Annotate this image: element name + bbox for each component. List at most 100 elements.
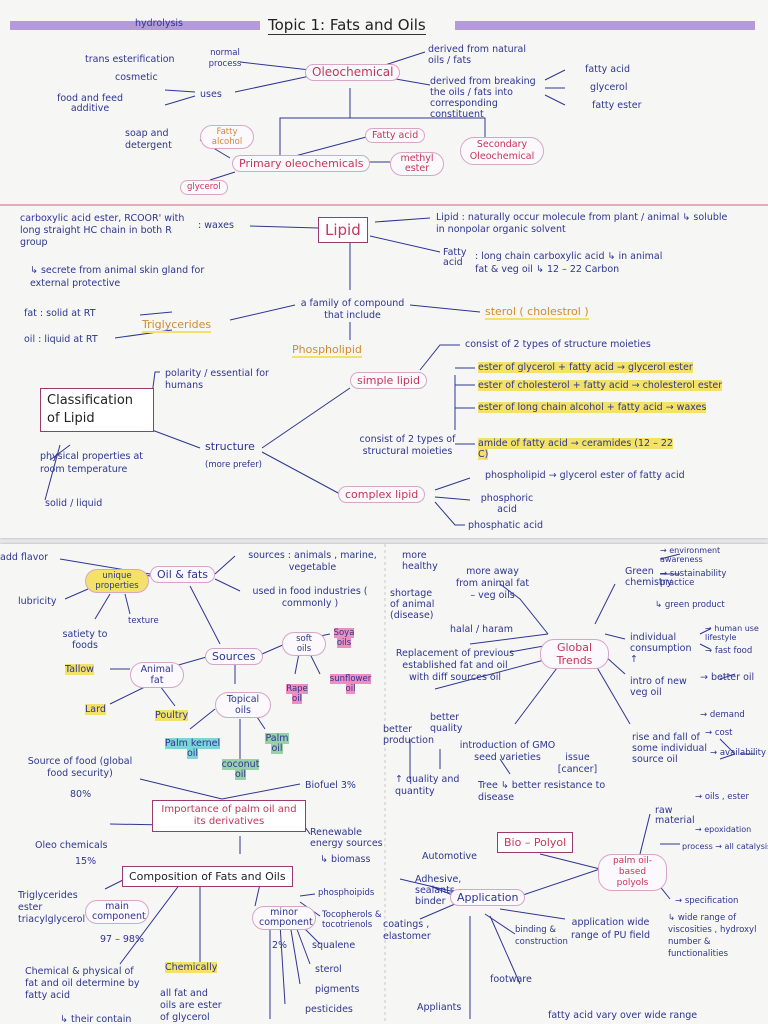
box-classification-of-lipid: Classification of Lipid	[40, 388, 154, 432]
label-derived-natural: derived from natural oils / fats	[428, 44, 527, 66]
label-better-quality: better quality	[430, 712, 463, 734]
label-amide: amide of fatty acid → ceramides (12 – 22…	[478, 438, 673, 460]
label-more-prefer: (more prefer)	[205, 460, 263, 470]
label-glycerol-product: glycerol	[590, 82, 628, 93]
bubble-topical-oils: Topical oils	[215, 692, 271, 718]
bubble-methyl-ester: methyl ester	[390, 152, 444, 176]
label-halal-haram: halal / haram	[450, 624, 514, 635]
bubble-minor-component: minor component	[252, 906, 316, 930]
label-structure: structure	[205, 440, 255, 453]
label-oleo-chemicals: Oleo chemicals	[35, 840, 108, 851]
label-pigments: pigments	[315, 984, 360, 995]
label-lipid-definition: Lipid : naturally occur molecule from pl…	[436, 212, 728, 235]
bubble-simple-lipid: simple lipid	[350, 372, 427, 389]
label-replacement: Replacement of previous established fat …	[395, 648, 515, 683]
label-carboxylic-acid-ester: carboxylic acid ester, RCOOR' with long …	[20, 213, 185, 248]
heading-sterol: sterol ( cholestrol )	[485, 305, 589, 320]
bubble-global-trends: Global Trends	[540, 639, 609, 669]
label-more-healthy: more healthy	[402, 550, 438, 572]
label-cost: → cost	[705, 728, 733, 738]
label-issue-cancer: issue [cancer]	[557, 752, 598, 775]
label-solid-liquid: solid / liquid	[45, 498, 103, 509]
label-rise-fall: rise and fall of some individual source …	[632, 732, 707, 765]
label-green-product: ↳ green product	[655, 600, 725, 610]
label-better-production: better production	[383, 724, 435, 746]
bubble-fatty-alcohol: Fatty alcohol	[200, 125, 254, 149]
label-uses: uses	[200, 89, 222, 100]
label-physical-properties: physical properties at room temperature	[40, 451, 144, 475]
bubble-oleochemical: Oleochemical	[305, 64, 401, 81]
bubble-oil-and-fats: Oil & fats	[150, 566, 215, 583]
label-pct-2: 2%	[272, 940, 288, 951]
bubble-complex-lipid: complex lipid	[338, 486, 426, 503]
label-wide-range: ↳ wide range of viscosities , hydroxyl n…	[668, 913, 757, 959]
label-demand: → demand	[700, 710, 745, 720]
label-consist-structural: consist of 2 types of structural moietie…	[359, 434, 456, 457]
label-derived-breaking: derived from breaking the oils / fats in…	[430, 76, 536, 120]
bubble-application: Application	[450, 889, 526, 906]
label-phosphoipids: phosphoipids	[318, 888, 375, 898]
label-environment-awareness: → environment awareness	[660, 546, 721, 564]
label-source-of-food: Source of food (global food security)	[27, 756, 133, 779]
label-transesterification: trans esterification	[85, 54, 175, 65]
label-intro-veg-oil: intro of new veg oil	[630, 676, 687, 698]
label-palm-kernel-oil: Palm kernel oil	[164, 738, 221, 759]
label-ester-glycerol: ester of glycerol + fatty acid → glycero…	[478, 362, 693, 373]
label-quality-quantity: ↑ quality and quantity	[395, 774, 460, 797]
label-lubricity: lubricity	[18, 596, 57, 607]
label-phospholipid-definition: phospholipid → glycerol ester of fatty a…	[485, 470, 685, 481]
label-ester-cholesterol: ester of cholesterol + fatty acid → chol…	[478, 380, 723, 391]
label-rape-oil: Rape oil	[286, 684, 308, 704]
label-secrete: ↳ secrete from animal skin gland for ext…	[30, 265, 205, 289]
label-all-fat-oils: all fat and oils are ester of glycerol	[160, 988, 222, 1023]
page-title: Topic 1: Fats and Oils	[268, 16, 426, 35]
label-satiety: satiety to foods	[62, 629, 108, 651]
bubble-unique-properties: unique properties	[85, 569, 149, 593]
heading-triglycerides: Triglycerides	[142, 318, 212, 333]
label-biofuel: Biofuel 3%	[305, 780, 356, 791]
label-biomass: ↳ biomass	[320, 854, 371, 865]
label-texture: texture	[128, 616, 159, 626]
label-waxes: : waxes	[198, 220, 234, 231]
label-gmo: introduction of GMO seed varieties	[459, 740, 556, 763]
label-chemically: Chemically	[165, 962, 218, 973]
label-more-away: more away from animal fat – veg oils	[455, 566, 530, 601]
bubble-fatty-acid: Fatty acid	[365, 128, 426, 143]
label-pct-97-98: 97 – 98%	[100, 934, 144, 945]
label-automotive: Automotive	[422, 851, 477, 862]
label-epoxidation: → epoxidation	[695, 825, 752, 834]
notes-page-lipids: Topic 1: Fats and Oils hydrolysis trans …	[0, 0, 768, 538]
label-tocopherols: Tocopherols & tocotrienols	[322, 910, 382, 930]
label-poultry: Poultry	[155, 710, 189, 721]
bubble-palm-oil-polyols: palm oil- based polyols	[598, 854, 667, 891]
heading-phospholipid: Phospholipid	[292, 343, 362, 358]
bubble-secondary-oleochemical: Secondary Oleochemical	[460, 137, 544, 165]
label-adhesive: Adhesive, sealants, binder	[415, 874, 462, 907]
label-tallow: Tallow	[65, 664, 94, 675]
label-add-flavor: add flavor	[0, 552, 49, 563]
label-human-use: → human use lifestyle	[705, 624, 759, 642]
label-ester-long-chain: ester of long chain alcohol + fatty acid…	[478, 402, 707, 413]
label-coatings: coatings , elastomer	[383, 919, 431, 942]
label-phosphatic-acid: phosphatic acid	[468, 520, 544, 531]
label-shortage: shortage of animal (disease)	[390, 588, 435, 621]
label-lard: Lard	[85, 704, 106, 715]
label-oil-liquid: oil : liquid at RT	[24, 334, 98, 345]
label-their-contain: ↳ their contain	[60, 1014, 132, 1024]
label-pct-15: 15%	[75, 856, 97, 867]
label-sterol-minor: sterol	[315, 964, 342, 975]
label-cosmetic: cosmetic	[115, 72, 158, 83]
label-used-food: used in food industries ( commonly )	[252, 586, 368, 609]
label-specification: → specification	[675, 896, 739, 906]
label-application-pu: application wide range of PU field	[570, 917, 651, 941]
label-better-oil: → better oil	[700, 672, 755, 683]
label-oils-ester: → oils , ester	[695, 792, 749, 802]
label-triglycerides-ester: Triglycerides ester triacylglycerol	[18, 890, 86, 925]
bubble-sources: Sources	[205, 648, 263, 665]
label-soap-detergent: soap and detergent	[125, 128, 172, 151]
label-fatty-acid-product: fatty acid	[585, 64, 630, 75]
label-hydrolysis: hydrolysis	[135, 18, 183, 29]
box-bio-polyol: Bio – Polyol	[497, 832, 574, 853]
label-fast-food: → fast food	[705, 646, 753, 656]
label-pct-80: 80%	[70, 789, 92, 800]
